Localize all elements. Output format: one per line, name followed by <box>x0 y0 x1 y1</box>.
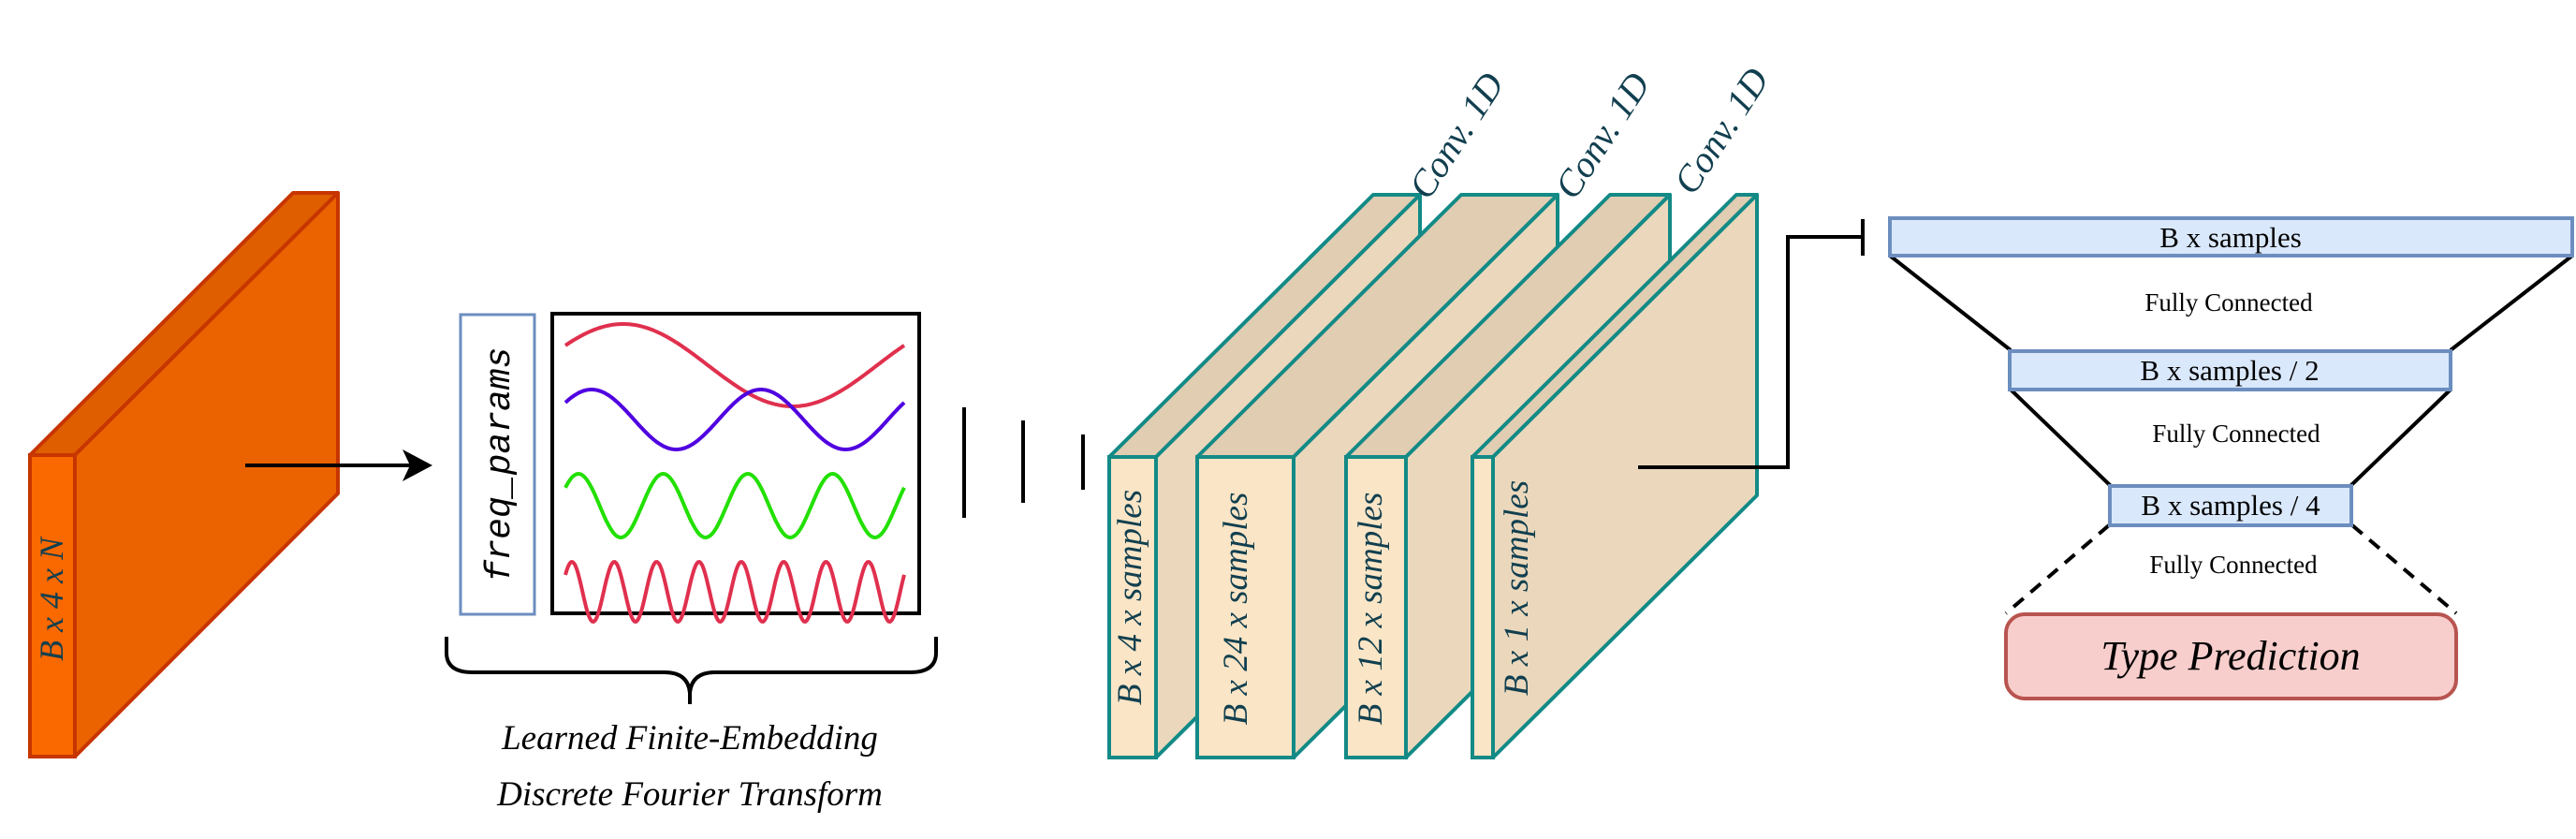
dense-head: B x samples Fully Connected B x samples … <box>1888 216 2574 700</box>
dense-layer-3-label: B x samples / 4 <box>2141 489 2320 522</box>
dense-layer-1-label: B x samples <box>2159 221 2302 254</box>
fc-edge <box>2449 254 2574 352</box>
fc-label-1: Fully Connected <box>2144 288 2313 316</box>
fc-label-2: Fully Connected <box>2152 420 2320 448</box>
conv-layer-front-face <box>1195 455 1295 759</box>
sine-wave <box>564 322 906 408</box>
conv-layer-front-face <box>1344 455 1408 759</box>
conv1d-label: Conv. 1D <box>1546 65 1659 206</box>
separator-lines <box>962 407 1085 518</box>
fc-edge <box>2009 388 2113 488</box>
conv-layer-block: B x 1 x samples <box>1471 193 1759 759</box>
fc-edge-dashed <box>2350 523 2458 615</box>
dense-layer-3 <box>2108 484 2353 527</box>
dense-layer-1 <box>1888 216 2574 258</box>
conv-layer-label: B x 1 x samples <box>1498 480 1536 696</box>
embedding-caption-line2: Discrete Fourier Transform <box>496 775 883 814</box>
fc-edge-dashed <box>2004 523 2111 615</box>
waveform-group <box>564 322 906 624</box>
sine-wave <box>564 471 906 540</box>
conv-layer-front-face <box>1107 455 1158 759</box>
freq-params-box <box>459 313 536 616</box>
output-box <box>2004 612 2458 700</box>
conv-layer-label: B x 4 x samples <box>1111 490 1149 705</box>
conv-layer-label: B x 24 x samples <box>1217 493 1255 726</box>
conv-to-dense-connector <box>1638 219 1865 469</box>
fc-edge <box>2349 388 2452 488</box>
output-label: Type Prediction <box>2100 633 2360 679</box>
sine-wave <box>564 560 906 624</box>
fc-label-3: Fully Connected <box>2149 551 2318 579</box>
input-tensor-block: B x 4 x N <box>28 191 340 758</box>
conv-layer-label: B x 12 x samples <box>1352 493 1390 726</box>
fourier-embedding: freq_params Learned Finite-Embedding Dis… <box>445 312 938 814</box>
embedding-brace <box>445 637 938 694</box>
embedding-caption-line1: Learned Finite-Embedding <box>501 719 878 758</box>
conv1d-label: Conv. 1D <box>1665 60 1778 201</box>
input-arrow <box>245 449 432 481</box>
dense-layer-2 <box>2008 349 2452 391</box>
input-tensor-label: B x 4 x N <box>33 536 70 661</box>
freq-params-label: freq_params <box>480 347 520 582</box>
dense-layer-2-label: B x samples / 2 <box>2140 354 2319 387</box>
conv-layer-front-face <box>1471 455 1495 759</box>
fc-edge <box>1888 254 2012 352</box>
arrow-head-icon <box>402 449 432 481</box>
conv1d-label: Conv. 1D <box>1400 65 1513 206</box>
conv-stack: B x 4 x samples B x 24 x samples B x 12 x … <box>1107 60 1778 759</box>
input-tensor-front-face <box>28 453 77 758</box>
sine-wave <box>564 388 906 451</box>
